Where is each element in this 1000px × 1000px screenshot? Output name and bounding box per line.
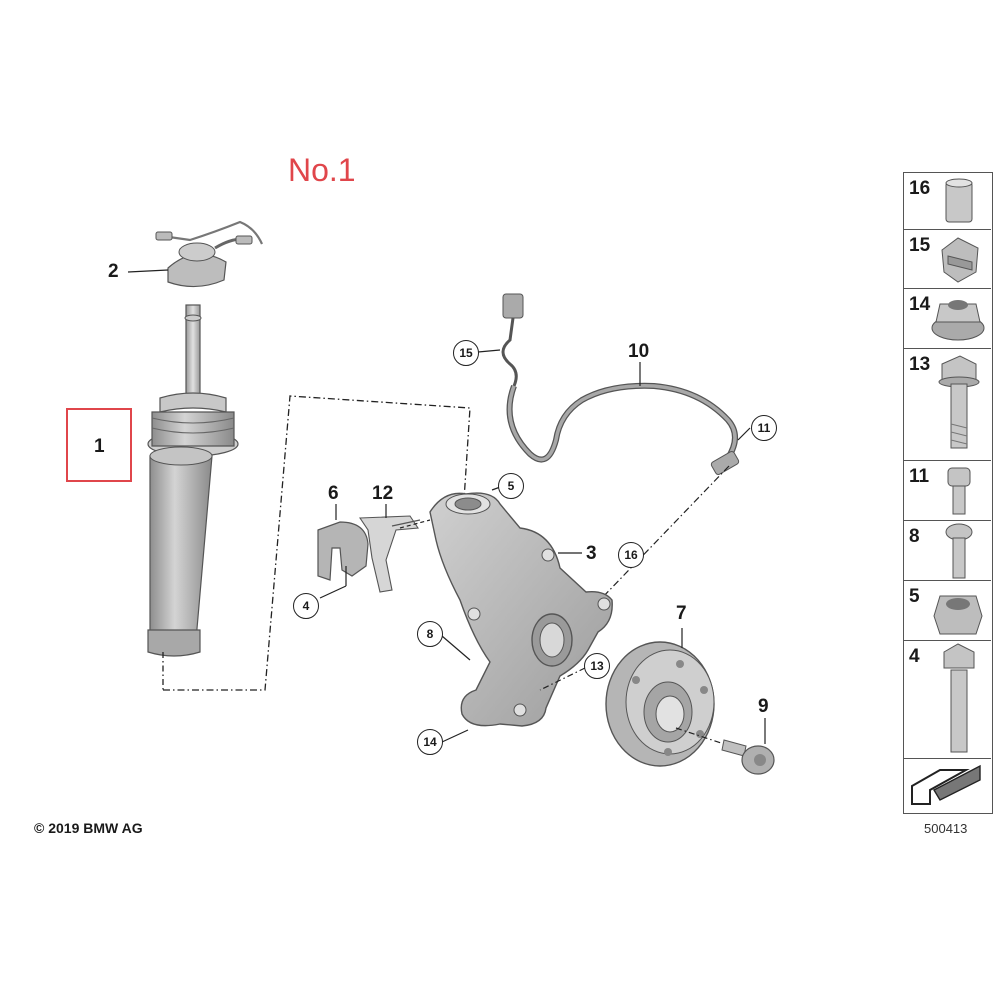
callout-8-circled: 8 xyxy=(417,621,443,647)
legend-item-16: 16 xyxy=(904,173,991,230)
legend-number: 16 xyxy=(909,178,931,199)
legend-item-14: 14 xyxy=(904,289,991,349)
callout-6: 6 xyxy=(328,483,339,504)
callout-12: 12 xyxy=(372,483,394,504)
hub-bolt xyxy=(675,718,775,775)
callout-3: 3 xyxy=(586,543,597,564)
callout-11-circled: 11 xyxy=(751,415,777,441)
highlight-box xyxy=(66,408,132,482)
wear-sensor-cable xyxy=(477,293,751,601)
legend-number: 8 xyxy=(909,526,920,547)
legend-item-13: 13 xyxy=(904,349,991,461)
callout-10: 10 xyxy=(628,341,650,362)
callout-4-circled: 4 xyxy=(293,593,319,619)
callout-7: 7 xyxy=(676,603,687,624)
copyright-notice: © 2019 BMW AG xyxy=(34,820,143,836)
wheel-hub xyxy=(605,628,715,767)
legend-item-5: 5 xyxy=(904,581,991,641)
legend-icons xyxy=(911,178,985,805)
legend-number: 4 xyxy=(909,646,920,667)
callout-13-circled: 13 xyxy=(584,653,610,679)
legend-number: 11 xyxy=(909,466,930,487)
legend-number: 5 xyxy=(909,586,920,607)
parts-legend: 16 15 14 13 11 8 5 4 xyxy=(903,172,993,814)
callout-15-circled: 15 xyxy=(453,340,479,366)
top-mount-cap xyxy=(127,220,264,288)
legend-direction-arrow xyxy=(904,759,991,812)
callout-9: 9 xyxy=(758,696,769,717)
legend-item-8: 8 xyxy=(904,521,991,581)
callout-16-circled: 16 xyxy=(618,542,644,568)
legend-number: 13 xyxy=(909,354,931,375)
legend-item-11: 11 xyxy=(904,461,991,521)
steering-knuckle xyxy=(429,485,613,743)
legend-item-15: 15 xyxy=(904,230,991,289)
legend-number: 15 xyxy=(909,235,931,256)
bracket-parts xyxy=(317,504,431,599)
callout-1: 1 xyxy=(94,436,105,457)
callout-14-circled: 14 xyxy=(417,729,443,755)
diagram-number: 500413 xyxy=(924,821,968,836)
shock-absorber xyxy=(147,304,239,690)
page-title: No.1 xyxy=(288,152,356,188)
callout-2: 2 xyxy=(108,261,119,282)
legend-number: 14 xyxy=(909,294,931,315)
legend-item-4: 4 xyxy=(904,641,991,759)
callout-5-circled: 5 xyxy=(498,473,524,499)
